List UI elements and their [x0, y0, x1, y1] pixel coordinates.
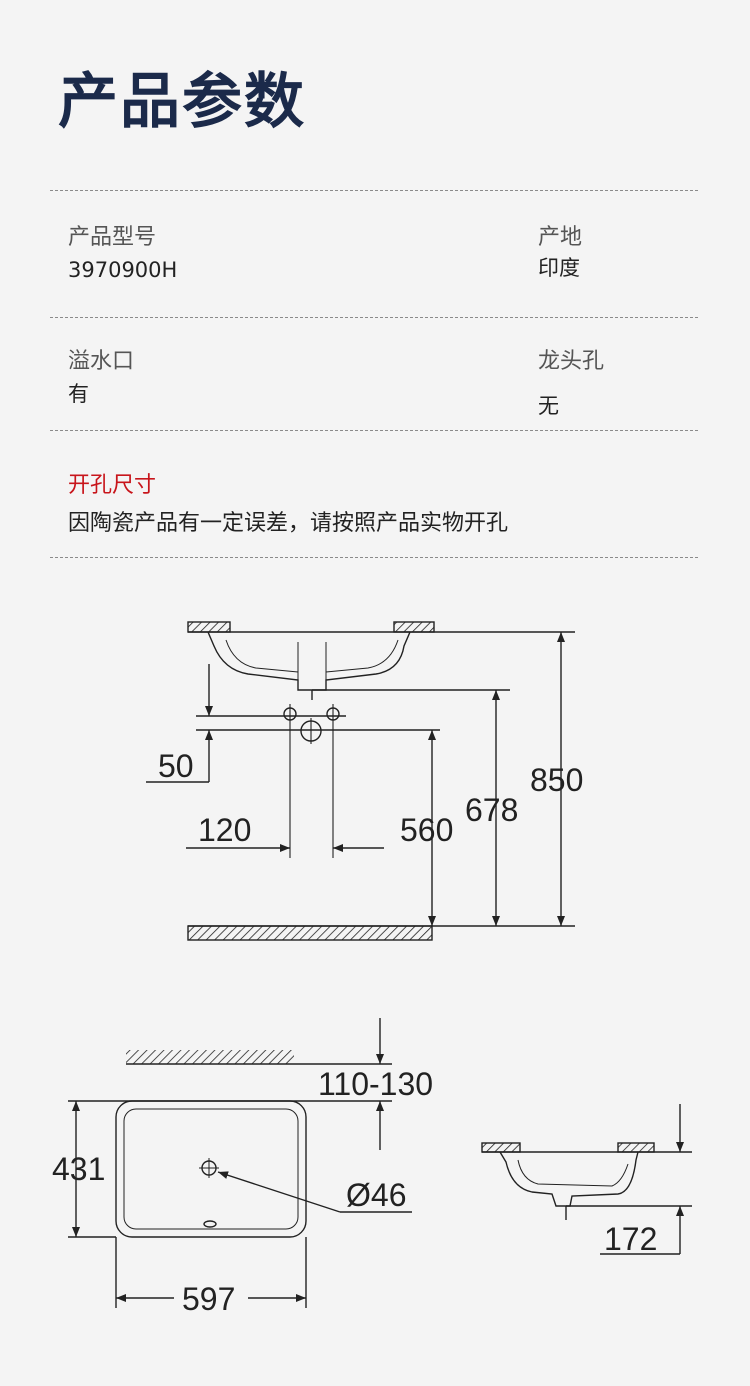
faucet-label: 龙头孔	[538, 349, 605, 374]
origin-label: 产地	[538, 225, 583, 250]
overflow-label: 溢水口	[68, 349, 135, 374]
page-title: 产品参数	[58, 67, 306, 137]
origin-value: 印度	[538, 256, 580, 280]
countertop-left	[187, 621, 231, 633]
dim-678: 678	[465, 792, 518, 828]
faucet-value: 无	[538, 394, 559, 418]
dim-172: 172	[604, 1221, 657, 1257]
basin-outline	[207, 631, 411, 691]
front-view	[146, 621, 575, 941]
cutout-note: 因陶瓷产品有一定误差，请按照产品实物开孔	[68, 511, 509, 536]
cutout-label: 开孔尺寸	[68, 473, 157, 498]
countertop-right	[393, 621, 435, 633]
dim-46: Ø46	[346, 1177, 406, 1213]
model-label: 产品型号	[68, 225, 157, 250]
top-view	[68, 1018, 412, 1308]
side-counter-right	[617, 1142, 655, 1153]
dim-431: 431	[52, 1151, 105, 1187]
floor-hatch	[187, 925, 433, 941]
side-basin-outline	[499, 1151, 639, 1207]
dim-50: 50	[158, 748, 194, 784]
dim-560: 560	[400, 812, 453, 848]
dim-850: 850	[530, 762, 583, 798]
overflow-hole	[203, 1220, 217, 1228]
side-counter-left	[481, 1142, 521, 1153]
dim-120: 120	[198, 812, 251, 848]
divider	[50, 190, 698, 191]
divider	[50, 317, 698, 318]
dim-597: 597	[182, 1281, 235, 1317]
overflow-value: 有	[68, 382, 89, 406]
divider	[50, 430, 698, 431]
side-view	[481, 1104, 692, 1255]
model-value: 3970900H	[68, 258, 178, 282]
divider	[50, 557, 698, 558]
basin-top-outline	[115, 1100, 307, 1238]
dim-110-130: 110-130	[318, 1066, 433, 1102]
counter-hatch	[126, 1050, 294, 1064]
